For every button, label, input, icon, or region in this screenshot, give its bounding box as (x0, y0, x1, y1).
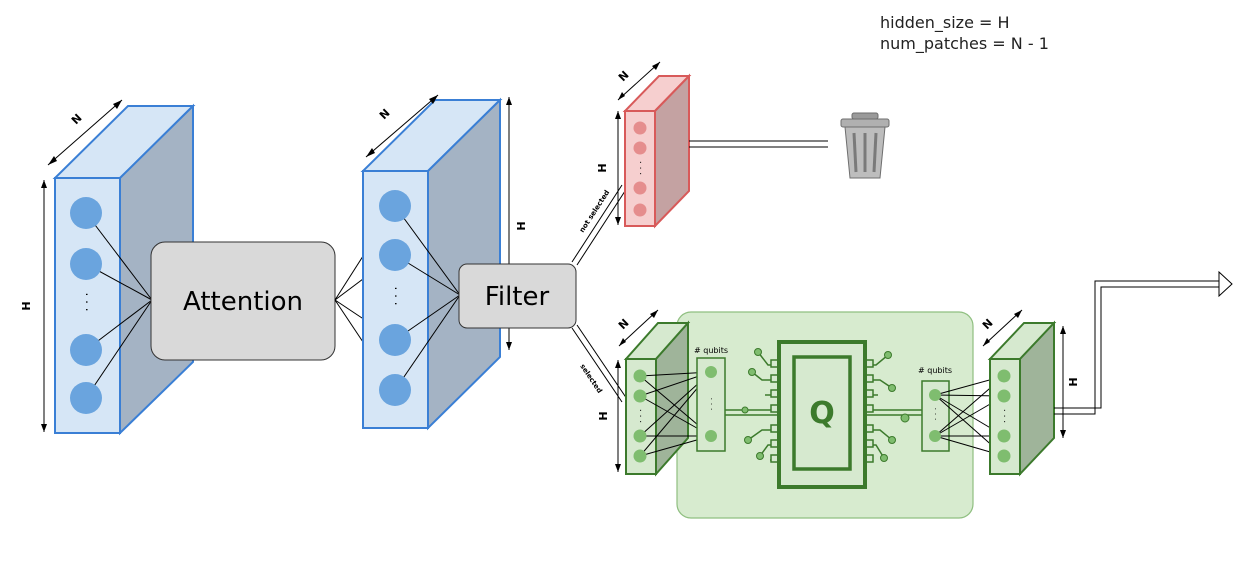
n-dimension-label: N (980, 316, 996, 332)
node (379, 324, 411, 356)
dots-label: . . . (709, 398, 718, 411)
node (70, 197, 102, 229)
h-dimension-label: H (515, 221, 528, 230)
n-dimension-label: N (69, 111, 85, 127)
attention-block: Attention (150, 241, 336, 361)
selected-label: selected (578, 363, 603, 395)
trash-can-icon (840, 112, 890, 179)
not-selected-tensor: . . . N H (596, 61, 692, 229)
dots-label: . . . (83, 292, 97, 311)
filter-label: Filter (485, 282, 550, 312)
chip-glyph: Q (809, 396, 835, 431)
quantum-chip-icon: Q (725, 340, 922, 489)
attended-tensor: . . . N H (360, 94, 528, 431)
h-dimension-label: H (20, 301, 33, 310)
qubits-label: # qubits (918, 366, 952, 375)
h-dimension-label: H (596, 163, 609, 172)
dots-label: . . . (1001, 409, 1011, 423)
node (379, 374, 411, 406)
filter-block: Filter (458, 263, 577, 329)
h-dimension-label: H (1067, 377, 1080, 386)
n-dimension-label: N (616, 68, 632, 84)
n-dimension-label: N (616, 316, 632, 332)
node (70, 248, 102, 280)
dots-label: . . . (637, 161, 647, 175)
h-dimension-label: H (597, 411, 610, 420)
output-arrow (1054, 270, 1233, 415)
attention-label: Attention (183, 287, 303, 317)
qubit-column-right: . . . # qubits (918, 366, 1005, 457)
node (379, 239, 411, 271)
legend-hidden-size: hidden_size = H (880, 13, 1010, 32)
legend: hidden_size = H num_patches = N - 1 (880, 12, 1049, 54)
node (379, 190, 411, 222)
node (70, 334, 102, 366)
dots-label: . . . (637, 409, 647, 423)
n-dimension-label: N (377, 106, 393, 122)
dots-label: . . . (933, 408, 942, 421)
dots-label: . . . (392, 286, 406, 305)
output-tensor: . . . N H (980, 309, 1080, 477)
legend-num-patches: num_patches = N - 1 (880, 34, 1049, 53)
node (70, 382, 102, 414)
qubits-label: # qubits (694, 346, 728, 355)
qubit-column-left: . . . # qubits (694, 346, 728, 452)
